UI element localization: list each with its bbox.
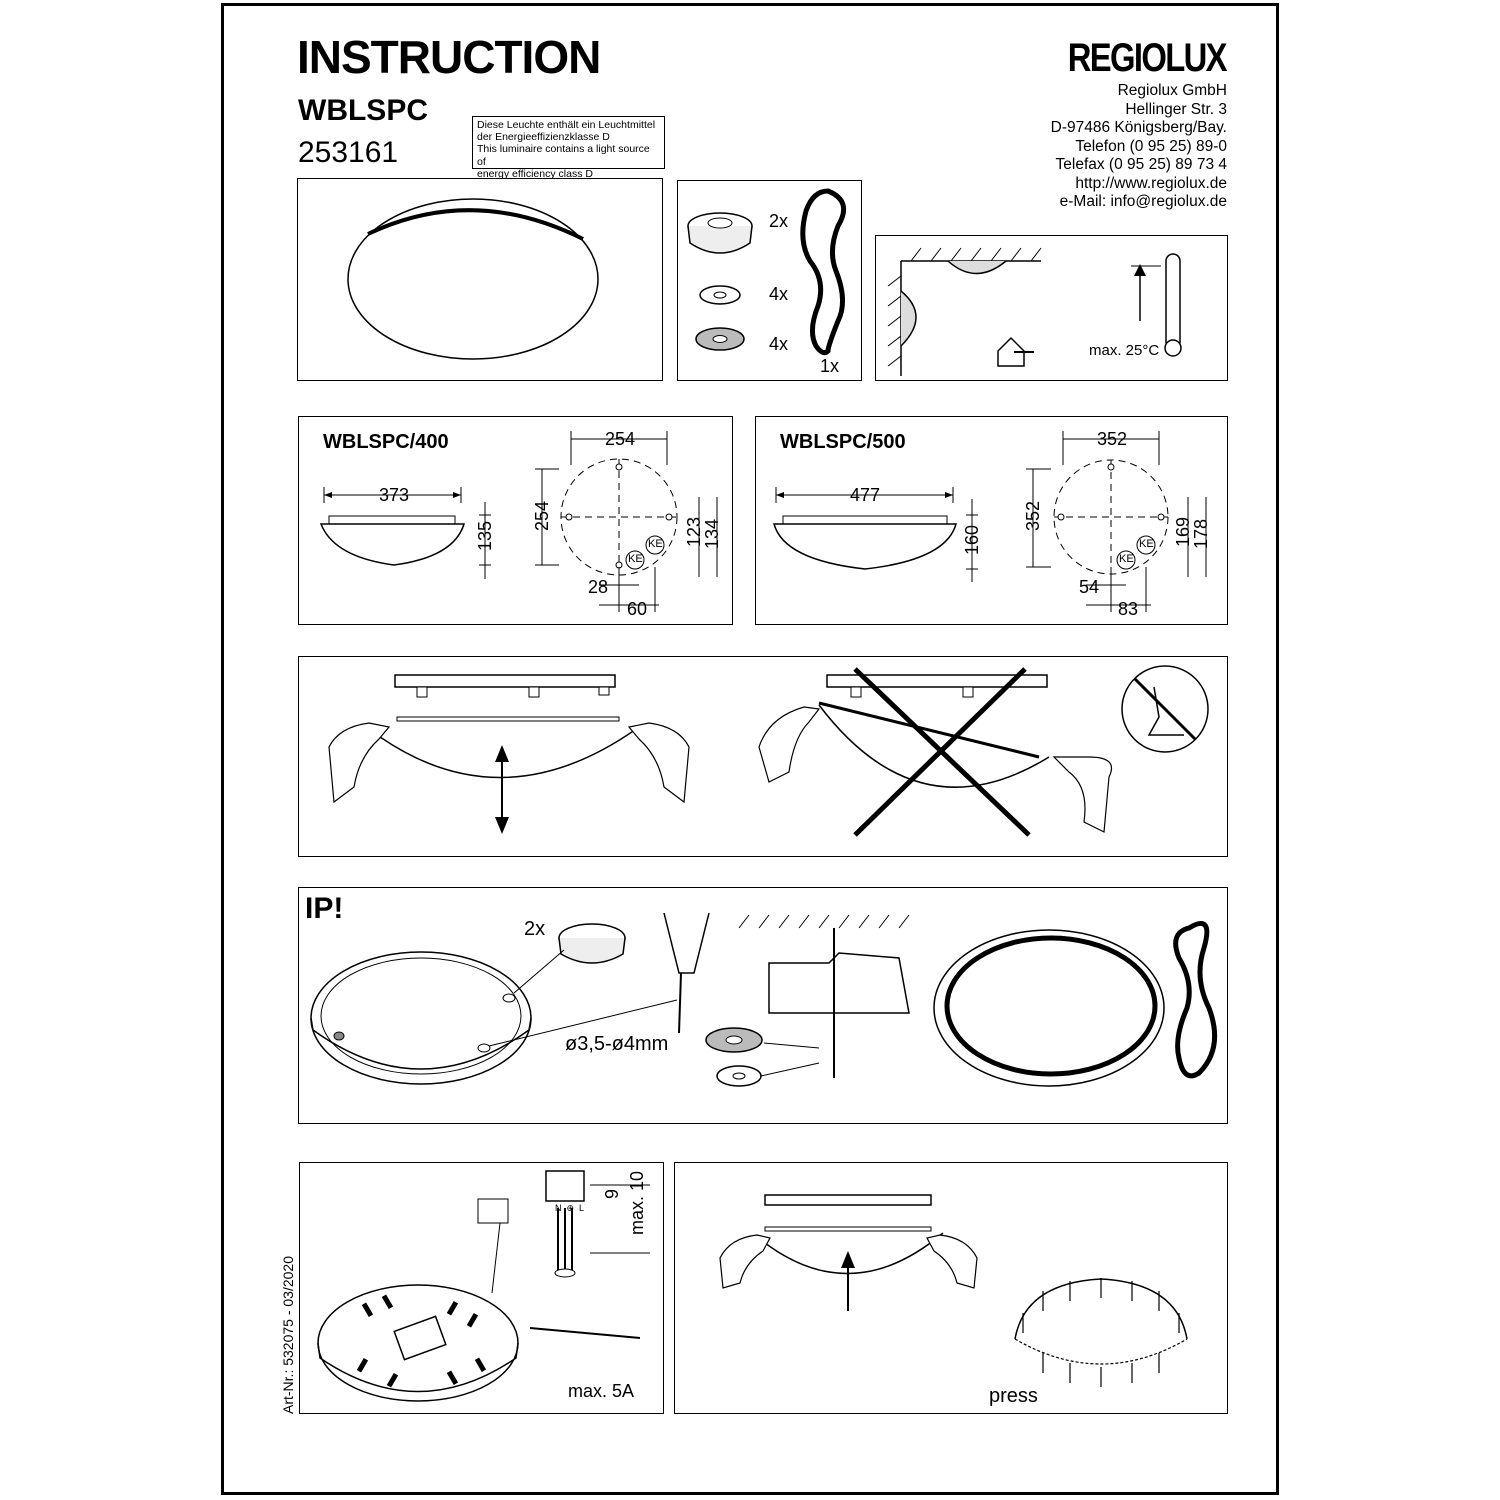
energy-line-3: This luminaire contains a light source o…: [477, 143, 650, 168]
brand-logo: REGIOLUX: [1067, 36, 1228, 80]
dims-400-ke-1: KE: [648, 538, 663, 550]
energy-line-2: der Energieeffizienzklasse D: [477, 131, 610, 144]
art-number-footer: Art-Nr.: 532075 - 03/2020: [280, 1256, 296, 1414]
ip-installation-illustration: [310, 912, 1218, 1087]
parts-illustration: [687, 188, 847, 356]
strip-length-9: 9: [602, 1188, 622, 1199]
dims-500-height: 160: [962, 524, 982, 555]
dims-500-ke-1: KE: [1139, 538, 1154, 550]
energy-line-4: energy efficiency class D: [477, 167, 593, 180]
dims-500-width: 477: [850, 485, 881, 505]
parts-panel: 2x 4x 4x 1x: [677, 180, 862, 381]
address-line-5: Telefax (0 95 25) 89 73 4: [1055, 156, 1227, 173]
mounting-location-illustration: [887, 247, 1182, 376]
ip-heading: IP!: [305, 892, 344, 925]
article-number: 253161: [298, 136, 399, 169]
energy-line-1: Diese Leuchte enthält ein Leuchtmittel: [477, 119, 656, 131]
dims-500-ke-h2: 83: [1118, 599, 1139, 619]
diffuser-removal-illustration: [328, 665, 1209, 837]
ip-qty: 2x: [524, 918, 546, 940]
company-address: Regiolux GmbH Hellinger Str. 3 D-97486 K…: [1051, 82, 1227, 212]
qty-seal: 1x: [820, 356, 840, 376]
model-name: WBLSPC: [298, 94, 428, 127]
terminal-n: N: [555, 1203, 567, 1213]
dims-400-ke-2: KE: [628, 553, 643, 565]
dims-500-hole-h: 352: [1097, 429, 1128, 449]
dims-500-hole-v: 352: [1023, 500, 1043, 531]
dims-400-height: 135: [475, 520, 495, 551]
qty-washers-large: 4x: [769, 334, 789, 354]
terminal-labels: N⊕L: [555, 1203, 589, 1214]
press-label: press: [989, 1385, 1038, 1407]
address-line-3: D-97486 Königsberg/Bay.: [1050, 119, 1227, 136]
dims-400-ke-h2: 60: [627, 599, 648, 619]
wiring-panel: N⊕L 9 max. 10 max. 5A: [299, 1162, 664, 1414]
dims-500-panel: WBLSPC/500 477 160 352 352 KE KE 169 178…: [755, 416, 1228, 625]
instruction-sheet: [221, 3, 1279, 1495]
page-title: INSTRUCTION: [297, 31, 601, 83]
qty-washers-small: 4x: [769, 284, 789, 304]
address-line-2: Hellinger Str. 3: [1125, 100, 1227, 118]
dims-400-width: 373: [379, 485, 410, 505]
luminaire-overview-panel: [297, 178, 663, 381]
address-line-7: e-Mail: info@regiolux.de: [1059, 193, 1227, 210]
max-current: max. 5A: [568, 1381, 635, 1401]
drill-diameter: ø3,5-ø4mm: [565, 1033, 669, 1055]
ip-installation-panel: IP! 2x ø3,5-ø4mm: [298, 887, 1228, 1124]
terminal-l: L: [579, 1203, 590, 1213]
dims-400-drawing: [319, 431, 718, 612]
terminal-pe: ⊕: [566, 1203, 580, 1213]
dims-400-hole-h: 254: [605, 429, 636, 449]
dims-400-hole-v: 254: [532, 500, 552, 531]
diffuser-removal-panel: [298, 656, 1228, 857]
strip-length-max10: max. 10: [627, 1170, 647, 1235]
wiring-illustration: [317, 1170, 650, 1402]
address-line-4: Telefon (0 95 25) 89-0: [1075, 137, 1227, 155]
qty-caps: 2x: [769, 211, 789, 231]
energy-label: Diese Leuchte enthält ein Leuchtmittel d…: [472, 116, 665, 180]
dims-400-ke-v2: 134: [702, 518, 722, 549]
dims-400-ke-h1: 28: [588, 577, 609, 597]
luminaire-top-view: [347, 198, 599, 360]
mounting-location-panel: max. 25°C: [875, 235, 1228, 381]
dims-400-title: WBLSPC/400: [323, 431, 449, 453]
dims-500-drawing: [773, 431, 1207, 612]
dims-400-panel: WBLSPC/400 373 135 254 254 KE KE 123 134…: [298, 416, 733, 625]
dims-500-ke-h1: 54: [1079, 577, 1100, 597]
dims-500-ke-v2: 178: [1191, 518, 1211, 549]
closing-panel: press: [674, 1162, 1228, 1414]
max-temperature: max. 25°C: [1089, 342, 1160, 359]
closing-illustration: [719, 1194, 1188, 1387]
dims-500-title: WBLSPC/500: [780, 431, 906, 453]
dims-500-ke-2: KE: [1119, 553, 1134, 565]
address-line-6: http://www.regiolux.de: [1075, 174, 1227, 192]
address-line-1: Regiolux GmbH: [1117, 82, 1227, 99]
